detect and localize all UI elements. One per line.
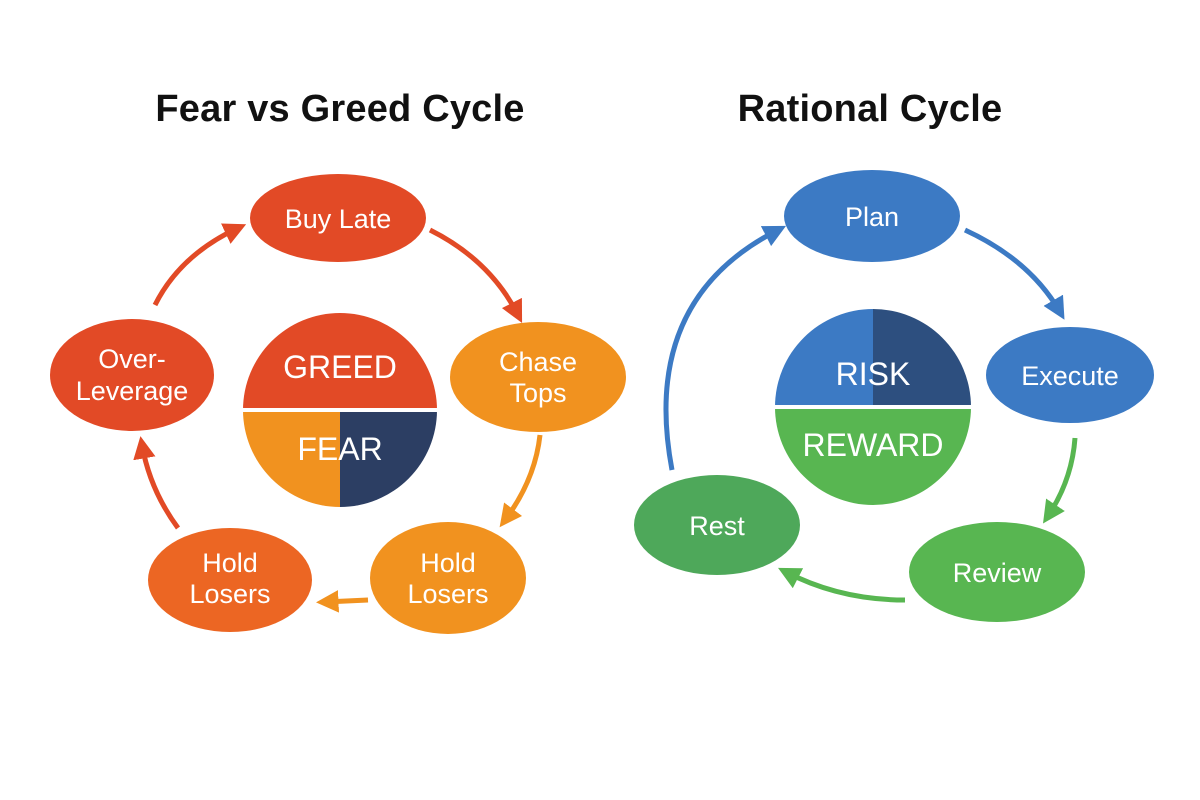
node-hold-losers-left: Hold Losers: [148, 528, 312, 632]
node-chase-tops: Chase Tops: [450, 322, 626, 432]
node-plan: Plan: [784, 170, 960, 262]
svg-text:Losers: Losers: [189, 579, 270, 609]
node-rest: Rest: [634, 475, 800, 575]
svg-text:Hold: Hold: [202, 548, 258, 578]
svg-text:Tops: Tops: [509, 378, 566, 408]
fear-greed-title: Fear vs Greed Cycle: [155, 88, 525, 130]
svg-text:Review: Review: [953, 558, 1042, 588]
arrow-chasetops-to-holdlosers: [499, 434, 543, 528]
svg-text:Losers: Losers: [407, 579, 488, 609]
arrow-review-to-rest: [778, 567, 906, 603]
greed-label: GREED: [283, 349, 397, 385]
svg-text:Hold: Hold: [420, 548, 476, 578]
node-over-leverage: Over- Leverage: [50, 319, 214, 431]
arrow-overleverage-to-buylate: [152, 223, 247, 307]
arrow-holdlosers-to-overleverage: [133, 436, 181, 530]
svg-text:Chase: Chase: [499, 347, 577, 377]
risk-label: RISK: [836, 356, 911, 392]
risk-reward-center: [775, 309, 971, 505]
svg-text:Over-: Over-: [98, 344, 166, 374]
arrow-holdlosers-to-holdlosers: [316, 590, 369, 613]
rational-cycle-title: Rational Cycle: [737, 88, 1003, 130]
reward-label: REWARD: [802, 427, 943, 463]
node-buy-late: Buy Late: [250, 174, 426, 262]
arrow-rest-to-plan: [663, 225, 787, 471]
arrow-execute-to-review: [1043, 437, 1078, 524]
node-execute: Execute: [986, 327, 1154, 423]
node-review: Review: [909, 522, 1085, 622]
fear-label: FEAR: [297, 431, 382, 467]
svg-text:Rest: Rest: [689, 511, 745, 541]
arrow-buylate-to-chasetops: [428, 227, 523, 324]
svg-text:Leverage: Leverage: [76, 376, 189, 406]
svg-text:Plan: Plan: [845, 202, 899, 232]
svg-text:Execute: Execute: [1021, 361, 1119, 391]
node-hold-losers-right: Hold Losers: [370, 522, 526, 634]
svg-text:Buy Late: Buy Late: [285, 204, 392, 234]
arrow-plan-to-execute: [963, 227, 1065, 320]
